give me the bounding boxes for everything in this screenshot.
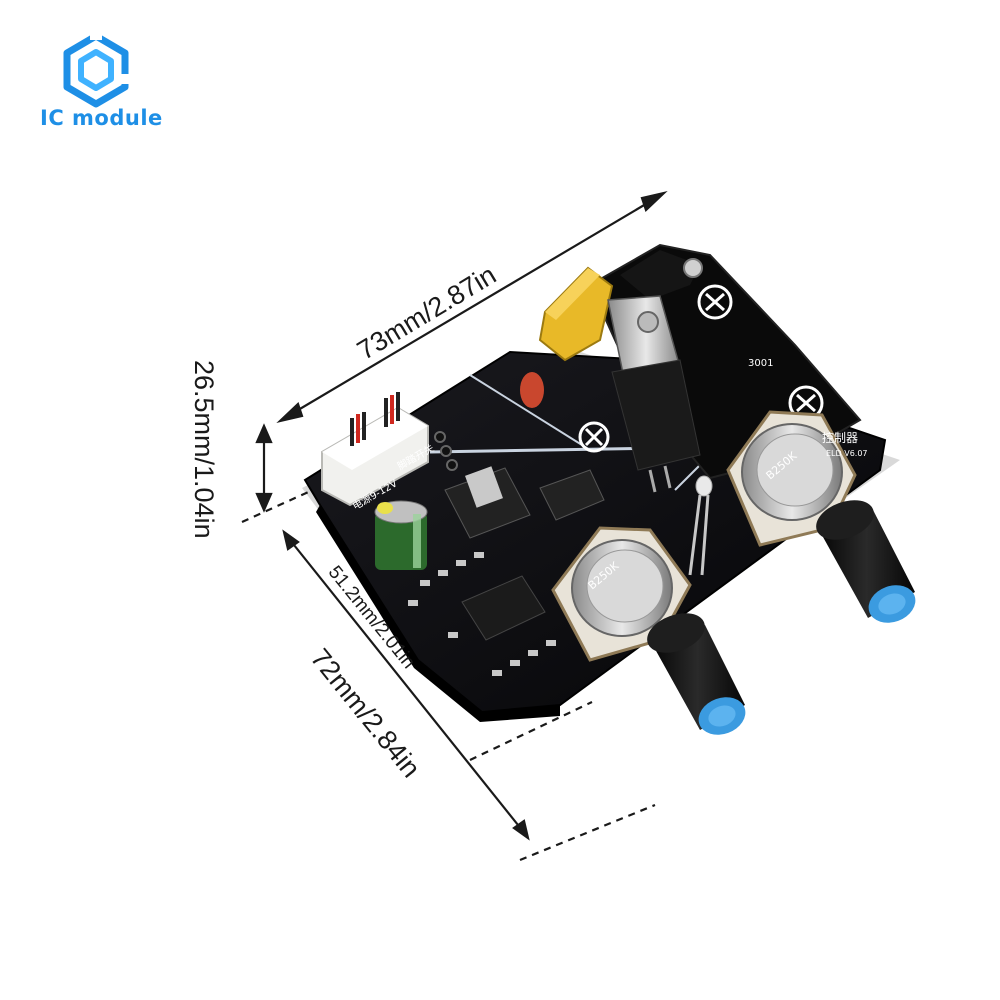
board-label-version: ELD V6.07 [826, 449, 868, 458]
board-label-model: 3001 [748, 358, 773, 369]
high-voltage-warning-icon [578, 284, 824, 453]
dimension-height: 26.5mm/1.04in [189, 360, 219, 539]
ic-chip [461, 575, 546, 641]
dimension-lines [241, 191, 668, 862]
brand-name: IC module [40, 106, 163, 130]
potentiometer-right [726, 410, 916, 623]
brand-logo-icon [63, 30, 130, 108]
potentiometer-left [551, 526, 746, 735]
board-label-controller: 控制器 [822, 431, 858, 445]
